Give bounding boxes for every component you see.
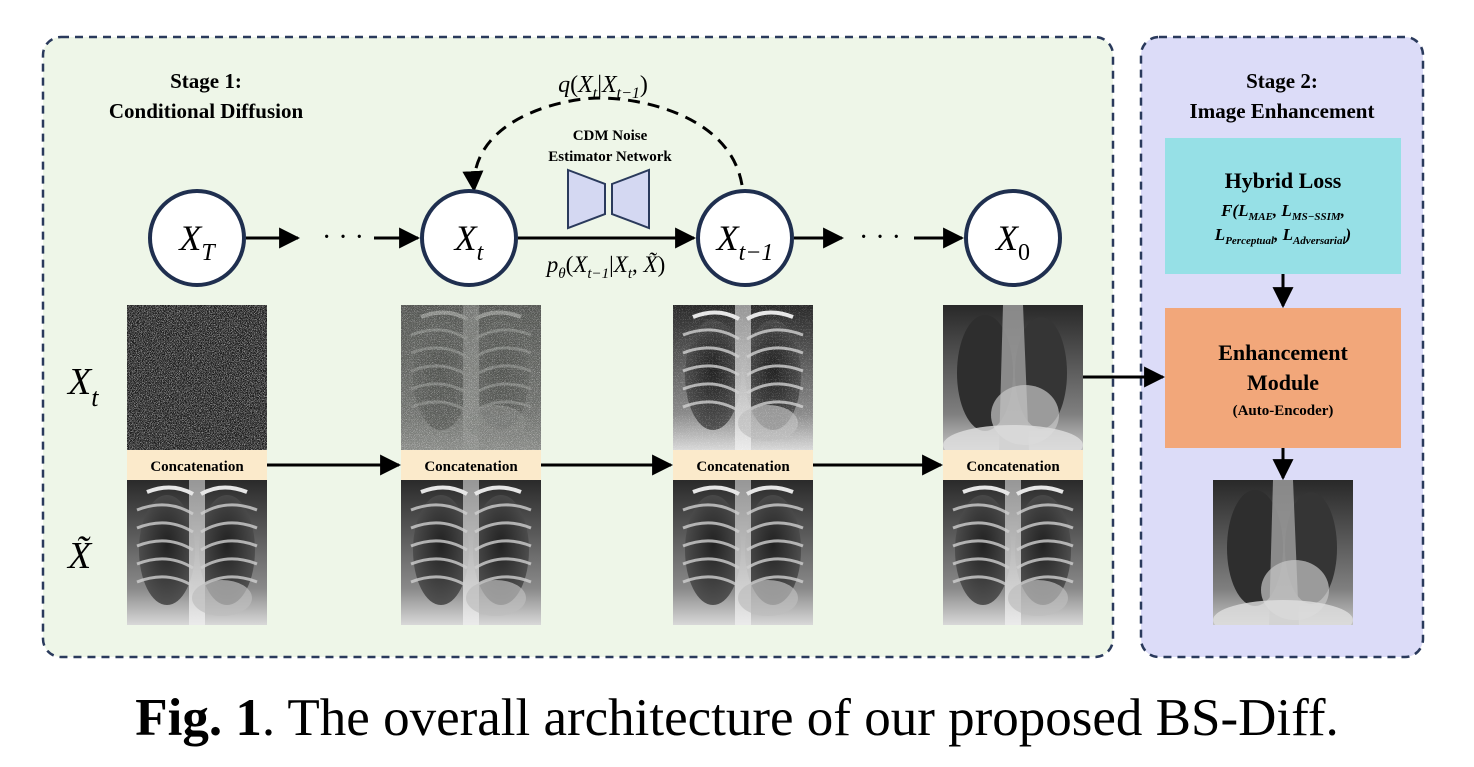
- network-label-line1: CDM Noise: [573, 128, 648, 144]
- node-xt-1: Xt−1: [696, 189, 794, 287]
- noisy-image-2: [401, 305, 541, 450]
- condition-image-2: [399, 478, 543, 627]
- ellipsis-2: · · ·: [859, 222, 901, 253]
- svg-text:Enhancement: Enhancement: [1218, 340, 1348, 365]
- svg-text:Hybrid Loss: Hybrid Loss: [1225, 168, 1342, 193]
- svg-text:Concatenation: Concatenation: [696, 459, 790, 475]
- svg-text:Concatenation: Concatenation: [150, 459, 244, 475]
- network-icon: [567, 168, 650, 230]
- stage1-panel: [41, 35, 1115, 659]
- condition-image-4: [941, 478, 1085, 627]
- output-image: [1213, 480, 1353, 625]
- figure-caption: Fig. 1. The overall architecture of our …: [135, 689, 1338, 747]
- concat-bar-2: Concatenation: [401, 450, 541, 480]
- svg-text:Concatenation: Concatenation: [966, 459, 1060, 475]
- concat-bar-3: Concatenation: [673, 450, 813, 480]
- svg-text:Module: Module: [1247, 370, 1319, 395]
- concat-bar-1: Concatenation: [127, 450, 267, 480]
- ellipsis-1: · · ·: [322, 222, 364, 253]
- svg-text:Concatenation: Concatenation: [424, 459, 518, 475]
- forward-process-arrow: [462, 96, 744, 193]
- stage1-title-line1: Stage 1:: [170, 69, 242, 93]
- node-x0: X0: [964, 189, 1062, 287]
- enhancement-module-box: Enhancement Module (Auto-Encoder): [1165, 308, 1401, 448]
- hybrid-loss-box: Hybrid Loss F(LMAE, LMS−SSIM, LPerceptua…: [1165, 138, 1401, 274]
- concat-bar-4: Concatenation: [943, 450, 1083, 480]
- noisy-image-3: [673, 305, 813, 450]
- clean-image-x0: [943, 305, 1083, 450]
- noisy-image-1: [127, 305, 267, 450]
- svg-text:(Auto-Encoder): (Auto-Encoder): [1233, 403, 1334, 419]
- stage2-title-line1: Stage 2:: [1246, 69, 1318, 93]
- stage1-title-line2: Conditional Diffusion: [109, 99, 304, 123]
- row-label-xtilde: X̃: [66, 535, 93, 577]
- condition-image-3: [671, 478, 815, 627]
- node-xT: XT: [148, 189, 246, 287]
- condition-image-1: [125, 478, 269, 627]
- q-label: q(Xt|Xt−1): [558, 72, 648, 102]
- network-label-line2: Estimator Network: [548, 149, 672, 165]
- stage2-title-line2: Image Enhancement: [1190, 99, 1375, 123]
- node-xt: Xt: [420, 189, 518, 287]
